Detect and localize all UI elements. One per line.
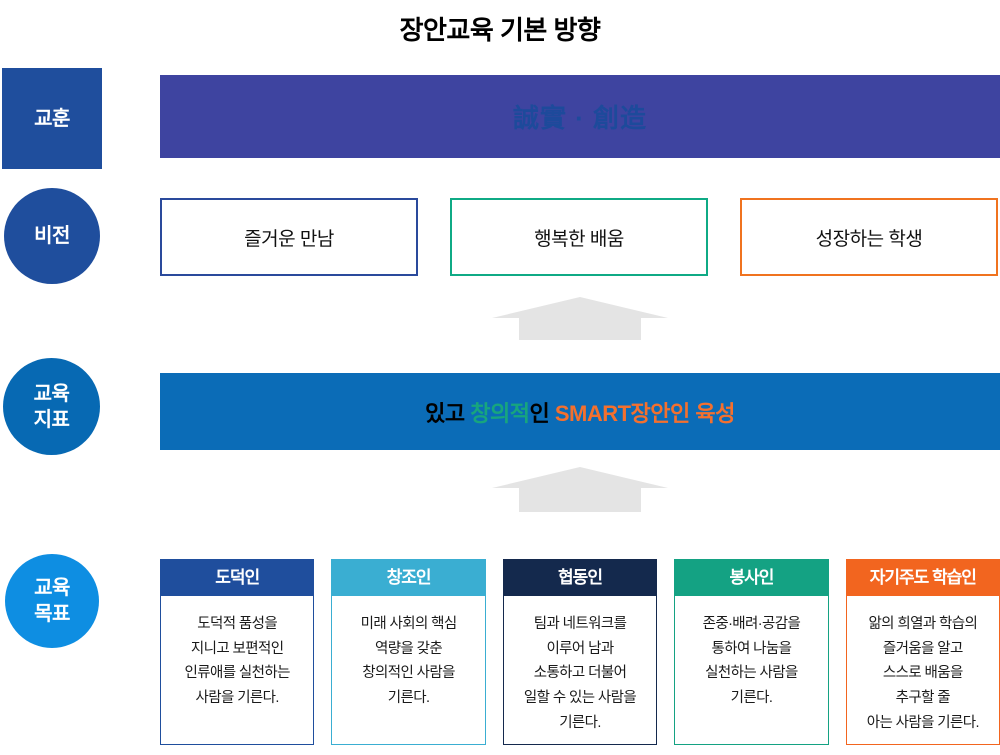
vision-box-happy-learning: 행복한 배움 [450, 198, 708, 276]
goal-card-title: 자기주도 학습인 [846, 560, 1000, 596]
arrow-stem [519, 488, 641, 512]
indicator-text-segment: 창의적 [470, 400, 530, 426]
vision-badge-label: 비전 [34, 225, 70, 247]
goal-card-body: 앎의 희열과 학습의 즐거움을 알고 스스로 배움을 추구할 줄 아는 사람을 … [866, 616, 980, 731]
goal-badge-label: 교육 목표 [34, 577, 70, 625]
vision-box-growing-student: 성장하는 학생 [740, 198, 998, 276]
vision-box-label: 행복한 배움 [534, 228, 624, 250]
indicator-badge-label: 교육 지표 [33, 382, 70, 431]
vision-box-happy-meeting: 즐거운 만남 [160, 198, 418, 276]
goal-card-cooperative: 협동인 팀과 네트워크를 이루어 남과 소통하고 더불어 일할 수 있는 사람을… [502, 559, 658, 745]
goal-card-title: 도덕인 [161, 560, 314, 596]
goal-card-title: 창조인 [332, 560, 485, 596]
goal-cards-row: 도덕인 도덕적 품성을 지니고 보편적인 인류애를 실천하는 사람을 기른다. … [160, 559, 1000, 745]
indicator-text-segment: 있고 [425, 400, 471, 426]
arrow-head [492, 297, 668, 318]
goal-card-body: 존중·배려·공감을 통하여 나눔을 실천하는 사람을 기른다. [702, 616, 801, 706]
motto-badge-label: 교훈 [34, 107, 70, 130]
motto-badge: 교훈 [2, 68, 102, 169]
goal-card-creative: 창조인 미래 사회의 핵심 역량을 갖춘 창의적인 사람을 기른다. [331, 559, 486, 745]
arrow-stem [519, 318, 641, 340]
goal-card-service: 봉사인 존중·배려·공감을 통하여 나눔을 실천하는 사람을 기른다. [674, 559, 829, 745]
motto-banner: 誠實 · 創造 [160, 75, 1000, 158]
goal-card-title: 협동인 [503, 560, 657, 596]
indicator-banner: 있고 창의적인 SMART장안인 육성 [160, 373, 1000, 450]
vision-box-label: 성장하는 학생 [815, 228, 923, 250]
motto-banner-text: 誠實 · 創造 [512, 103, 648, 133]
page-title: 장안교육 기본 방향 [399, 15, 601, 45]
goal-card-title: 봉사인 [675, 560, 828, 596]
arrow-head [492, 467, 668, 488]
indicator-banner-text: 있고 창의적인 SMART장안인 육성 [425, 396, 735, 428]
goal-badge: 교육 목표 [5, 554, 99, 648]
up-arrow-icon [492, 467, 668, 512]
indicator-text-segment: SMART장안인 육성 [554, 400, 736, 426]
goal-card-body: 팀과 네트워크를 이루어 남과 소통하고 더불어 일할 수 있는 사람을 기른다… [523, 616, 637, 731]
goal-card-body: 도덕적 품성을 지니고 보편적인 인류애를 실천하는 사람을 기른다. [184, 616, 291, 706]
indicator-text-segment: 인 [529, 400, 555, 426]
vision-badge: 비전 [4, 188, 100, 284]
goal-card-body: 미래 사회의 핵심 역량을 갖춘 창의적인 사람을 기른다. [360, 616, 458, 706]
vision-box-label: 즐거운 만남 [244, 228, 334, 250]
indicator-badge: 교육 지표 [3, 358, 100, 455]
up-arrow-icon [492, 297, 668, 340]
goal-card-self-directed: 자기주도 학습인 앎의 희열과 학습의 즐거움을 알고 스스로 배움을 추구할 … [845, 559, 1000, 745]
goal-card-moral: 도덕인 도덕적 품성을 지니고 보편적인 인류애를 실천하는 사람을 기른다. [160, 559, 315, 745]
